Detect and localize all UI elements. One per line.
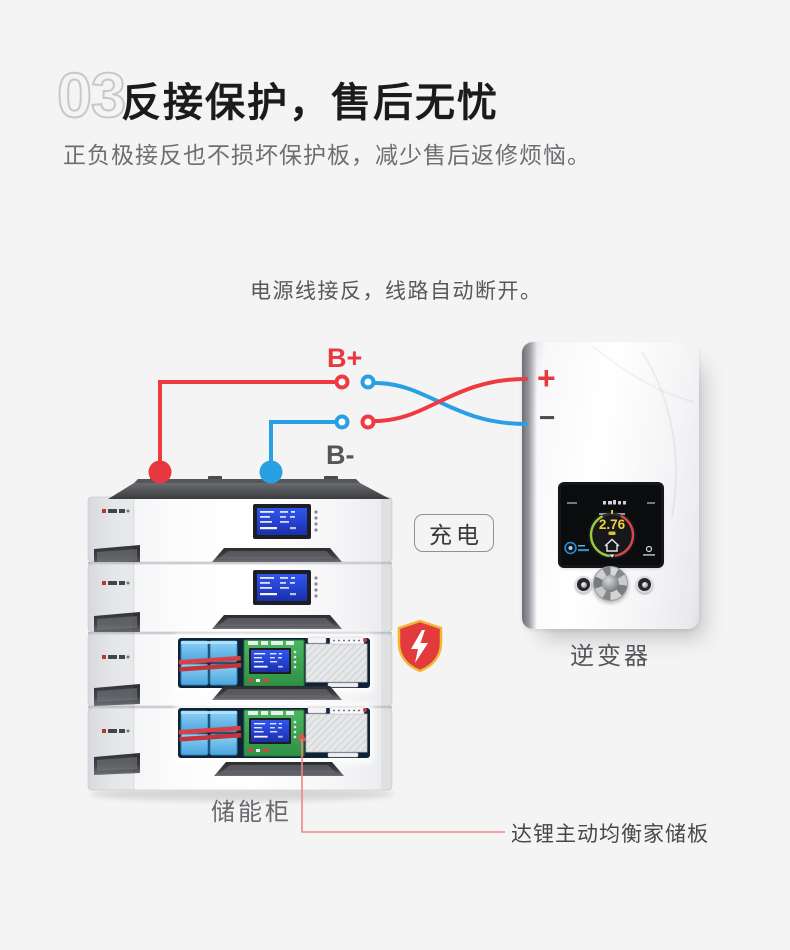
terminal-stud-positive xyxy=(148,460,172,484)
module-lcd-screen xyxy=(257,574,307,601)
screen-power-value: 2.76 xyxy=(599,517,626,532)
label-cabinet: 储能柜 xyxy=(211,799,292,826)
module-lcd-screen xyxy=(257,508,307,535)
terminal-stud-negative xyxy=(259,460,283,484)
b-plus-label: B+ xyxy=(327,343,362,373)
module-handle xyxy=(214,762,344,776)
charge-mode-label: 充电 xyxy=(429,522,483,548)
page-subtitle: 正负极接反也不损坏保护板，减少售后返修烦恼。 xyxy=(63,142,591,168)
inverter-positive-terminal: + xyxy=(537,360,556,396)
breaker-contact-neg-line xyxy=(360,374,376,390)
diagram-caption: 电源线接反，线路自动断开。 xyxy=(250,280,543,303)
page-title: 反接保护，售后无忧 xyxy=(121,81,499,125)
house-icon xyxy=(604,538,620,558)
battery-module-4-cutaway xyxy=(87,703,393,791)
label-inverter: 逆变器 xyxy=(570,643,651,670)
cutaway-internals xyxy=(174,633,374,693)
module-handle xyxy=(212,548,342,562)
charge-mode-badge: 充电 xyxy=(414,514,494,552)
section-number: 03 xyxy=(56,60,127,132)
shield-lightning-icon xyxy=(397,619,443,673)
inverter-screen: 2.76 xyxy=(561,485,661,565)
lightning-bolt-icon xyxy=(411,630,428,663)
battery-module-1 xyxy=(87,496,393,567)
wire-positive xyxy=(158,380,336,475)
inverter-negative-terminal: − xyxy=(539,402,556,433)
breaker-contact-pos-line xyxy=(360,414,376,430)
module-handle xyxy=(212,686,342,700)
crossed-wire-negative xyxy=(373,381,528,426)
cabinet-lid xyxy=(108,476,390,499)
breaker-contact-bplus xyxy=(334,374,350,390)
knob-left xyxy=(575,576,592,593)
crossed-wire-positive xyxy=(373,377,528,423)
b-minus-label: B- xyxy=(326,440,355,470)
wire-negative xyxy=(269,420,336,475)
knob-right xyxy=(636,576,653,593)
label-board-callout: 达锂主动均衡家储板 xyxy=(511,823,709,846)
module-handle xyxy=(212,615,342,629)
cutaway-internals xyxy=(174,703,374,763)
battery-module-2 xyxy=(87,563,393,634)
knob-main-dial xyxy=(593,566,628,601)
inverter-panel: + − 2.76 xyxy=(522,342,699,629)
leader-arrow xyxy=(297,732,307,741)
breaker-contact-bminus xyxy=(334,414,350,430)
leader-line xyxy=(301,739,505,833)
battery-module-3-cutaway xyxy=(87,633,393,707)
